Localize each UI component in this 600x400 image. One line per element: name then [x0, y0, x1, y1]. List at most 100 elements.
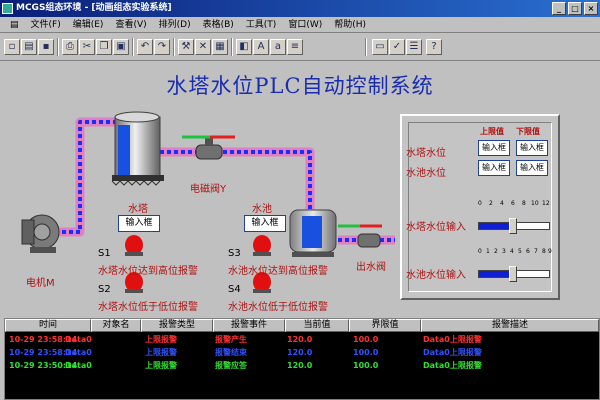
pool-input-box[interactable]: 输入框 [244, 215, 286, 232]
print-icon[interactable]: ⎙ [62, 39, 78, 55]
s3-tag: S3 [228, 248, 241, 259]
tower-label: 水塔 [128, 204, 148, 215]
properties-icon[interactable]: ☰ [406, 39, 422, 55]
tower-lower-input[interactable]: 输入框 [516, 140, 548, 156]
alarm-table: 时间 对象名 报警类型 报警事件 当前值 界限值 报警描述 10-29 23:5… [4, 318, 600, 400]
open-icon[interactable]: ▤ [21, 39, 37, 55]
alarm-cell-obj: Data0 [65, 348, 92, 357]
alarm-cell-type: 上限报警 [145, 348, 177, 357]
alarm-cell-type: 上限报警 [145, 335, 177, 344]
menu-edit[interactable]: 编辑(E) [72, 19, 104, 30]
alarm-cell-time: 10-29 23:50:14 [9, 361, 78, 370]
tower-input-box[interactable]: 输入框 [118, 215, 160, 232]
col-alarm-event[interactable]: 报警事件 [213, 319, 285, 332]
alarm-cell-limit: 100.0 [353, 361, 379, 370]
tool-icon[interactable]: ⚒ [178, 39, 194, 55]
menu-tools[interactable]: 工具(T) [245, 19, 277, 30]
title-bar: MCGS组态环境 - [动画组态实验系统] _ □ × [0, 0, 600, 17]
help-icon[interactable]: ? [426, 39, 442, 55]
alarm-cell-time: 10-29 23:58:14 [9, 335, 78, 344]
system-menu-icon[interactable]: ▤ [10, 19, 19, 30]
redo-icon[interactable]: ↷ [154, 39, 170, 55]
save-icon[interactable]: ▪ [38, 39, 54, 55]
toolbar: ▫ ▤ ▪ ⎙ ✂ ❐ ▣ ↶ ↷ ⚒ ✕ ▦ ◧ A a ≡ ▭ ✓ ☰ ? [0, 33, 600, 61]
menu-view[interactable]: 查看(V) [115, 19, 147, 30]
s4-tag: S4 [228, 284, 241, 295]
tower-scale: 0 2 4 6 8 10 12 [478, 200, 550, 207]
col-current-value[interactable]: 当前值 [285, 319, 349, 332]
s2-tag: S2 [98, 284, 111, 295]
col-alarm-type[interactable]: 报警类型 [141, 319, 213, 332]
toolbar-separator [132, 38, 134, 56]
tower-input-label: 水塔水位输入 [406, 222, 466, 233]
alarm-cell-obj: Data0 [65, 361, 92, 370]
pool-slider-knob[interactable] [509, 266, 518, 282]
window-icon[interactable]: ▭ [372, 39, 388, 55]
arrange-icon[interactable]: ◧ [236, 39, 252, 55]
tower-slider-knob[interactable] [509, 218, 518, 234]
pool-tank [289, 209, 337, 257]
pool-slider-fill [479, 271, 512, 277]
text-icon[interactable]: A [253, 39, 269, 55]
upper-limit-header: 上限值 [480, 127, 504, 136]
font-icon[interactable]: a [270, 39, 286, 55]
grid-icon[interactable]: ▦ [212, 39, 228, 55]
paste-icon[interactable]: ▣ [113, 39, 129, 55]
alarm-cell-time: 10-29 23:58:14 [9, 348, 78, 357]
undo-icon[interactable]: ↶ [137, 39, 153, 55]
scada-canvas: 水塔水位PLC自动控制系统 [0, 62, 600, 318]
tower-level-slider[interactable] [478, 218, 550, 234]
motor-label: 电机M [26, 278, 55, 289]
alarm-cell-event: 报警应答 [215, 361, 247, 370]
lower-limit-header: 下限值 [516, 127, 540, 136]
alarm-cell-desc: Data0上限报警 [423, 348, 482, 357]
toolbar-separator [57, 38, 59, 56]
alarm-lamp-s3 [253, 235, 271, 256]
pool-upper-input[interactable]: 输入框 [478, 160, 510, 176]
col-limit-value[interactable]: 界限值 [349, 319, 421, 332]
menu-table[interactable]: 表格(B) [202, 19, 234, 30]
pool-label: 水池 [252, 204, 272, 215]
minimize-button[interactable]: _ [552, 2, 566, 15]
tower-level-label: 水塔水位 [406, 148, 446, 159]
s3-alarm-text: 水池水位达到高位报警 [228, 266, 328, 277]
alarm-cell-desc: Data0上限报警 [423, 361, 482, 370]
menu-help[interactable]: 帮助(H) [334, 19, 367, 30]
new-icon[interactable]: ▫ [4, 39, 20, 55]
align-icon[interactable]: ≡ [287, 39, 303, 55]
page-title: 水塔水位PLC自动控制系统 [166, 74, 434, 98]
menu-bar: ▤ 文件(F) 编辑(E) 查看(V) 排列(D) 表格(B) 工具(T) 窗口… [0, 17, 600, 33]
s4-alarm-text: 水池水位低于低位报警 [228, 302, 328, 313]
menu-arrange[interactable]: 排列(D) [158, 19, 191, 30]
window-title: MCGS组态环境 - [动画组态实验系统] [16, 3, 172, 13]
maximize-button[interactable]: □ [568, 2, 582, 15]
toolbar-separator [173, 38, 175, 56]
outlet-valve [338, 224, 382, 248]
alarm-cell-current: 120.0 [287, 335, 313, 344]
menu-window[interactable]: 窗口(W) [288, 19, 323, 30]
copy-icon[interactable]: ❐ [96, 39, 112, 55]
check-icon[interactable]: ✓ [389, 39, 405, 55]
cut-icon[interactable]: ✂ [79, 39, 95, 55]
alarm-cell-type: 上限报警 [145, 361, 177, 370]
col-time[interactable]: 时间 [5, 319, 91, 332]
s1-tag: S1 [98, 248, 111, 259]
alarm-lamp-s1 [125, 235, 143, 256]
s1-alarm-text: 水塔水位达到高位报警 [98, 266, 198, 277]
menu-file[interactable]: 文件(F) [30, 19, 61, 30]
col-object[interactable]: 对象名 [91, 319, 141, 332]
close-button[interactable]: × [584, 2, 598, 15]
pool-level-slider[interactable] [478, 266, 550, 282]
window-controls: _ □ × [552, 2, 598, 15]
tower-upper-input[interactable]: 输入框 [478, 140, 510, 156]
alarm-cell-limit: 100.0 [353, 348, 379, 357]
pool-lower-input[interactable]: 输入框 [516, 160, 548, 176]
water-tower [111, 111, 164, 186]
s2-alarm-text: 水塔水位低于低位报警 [98, 302, 198, 313]
app-icon [2, 3, 13, 14]
col-alarm-desc[interactable]: 报警描述 [421, 319, 599, 332]
cross-icon[interactable]: ✕ [195, 39, 211, 55]
